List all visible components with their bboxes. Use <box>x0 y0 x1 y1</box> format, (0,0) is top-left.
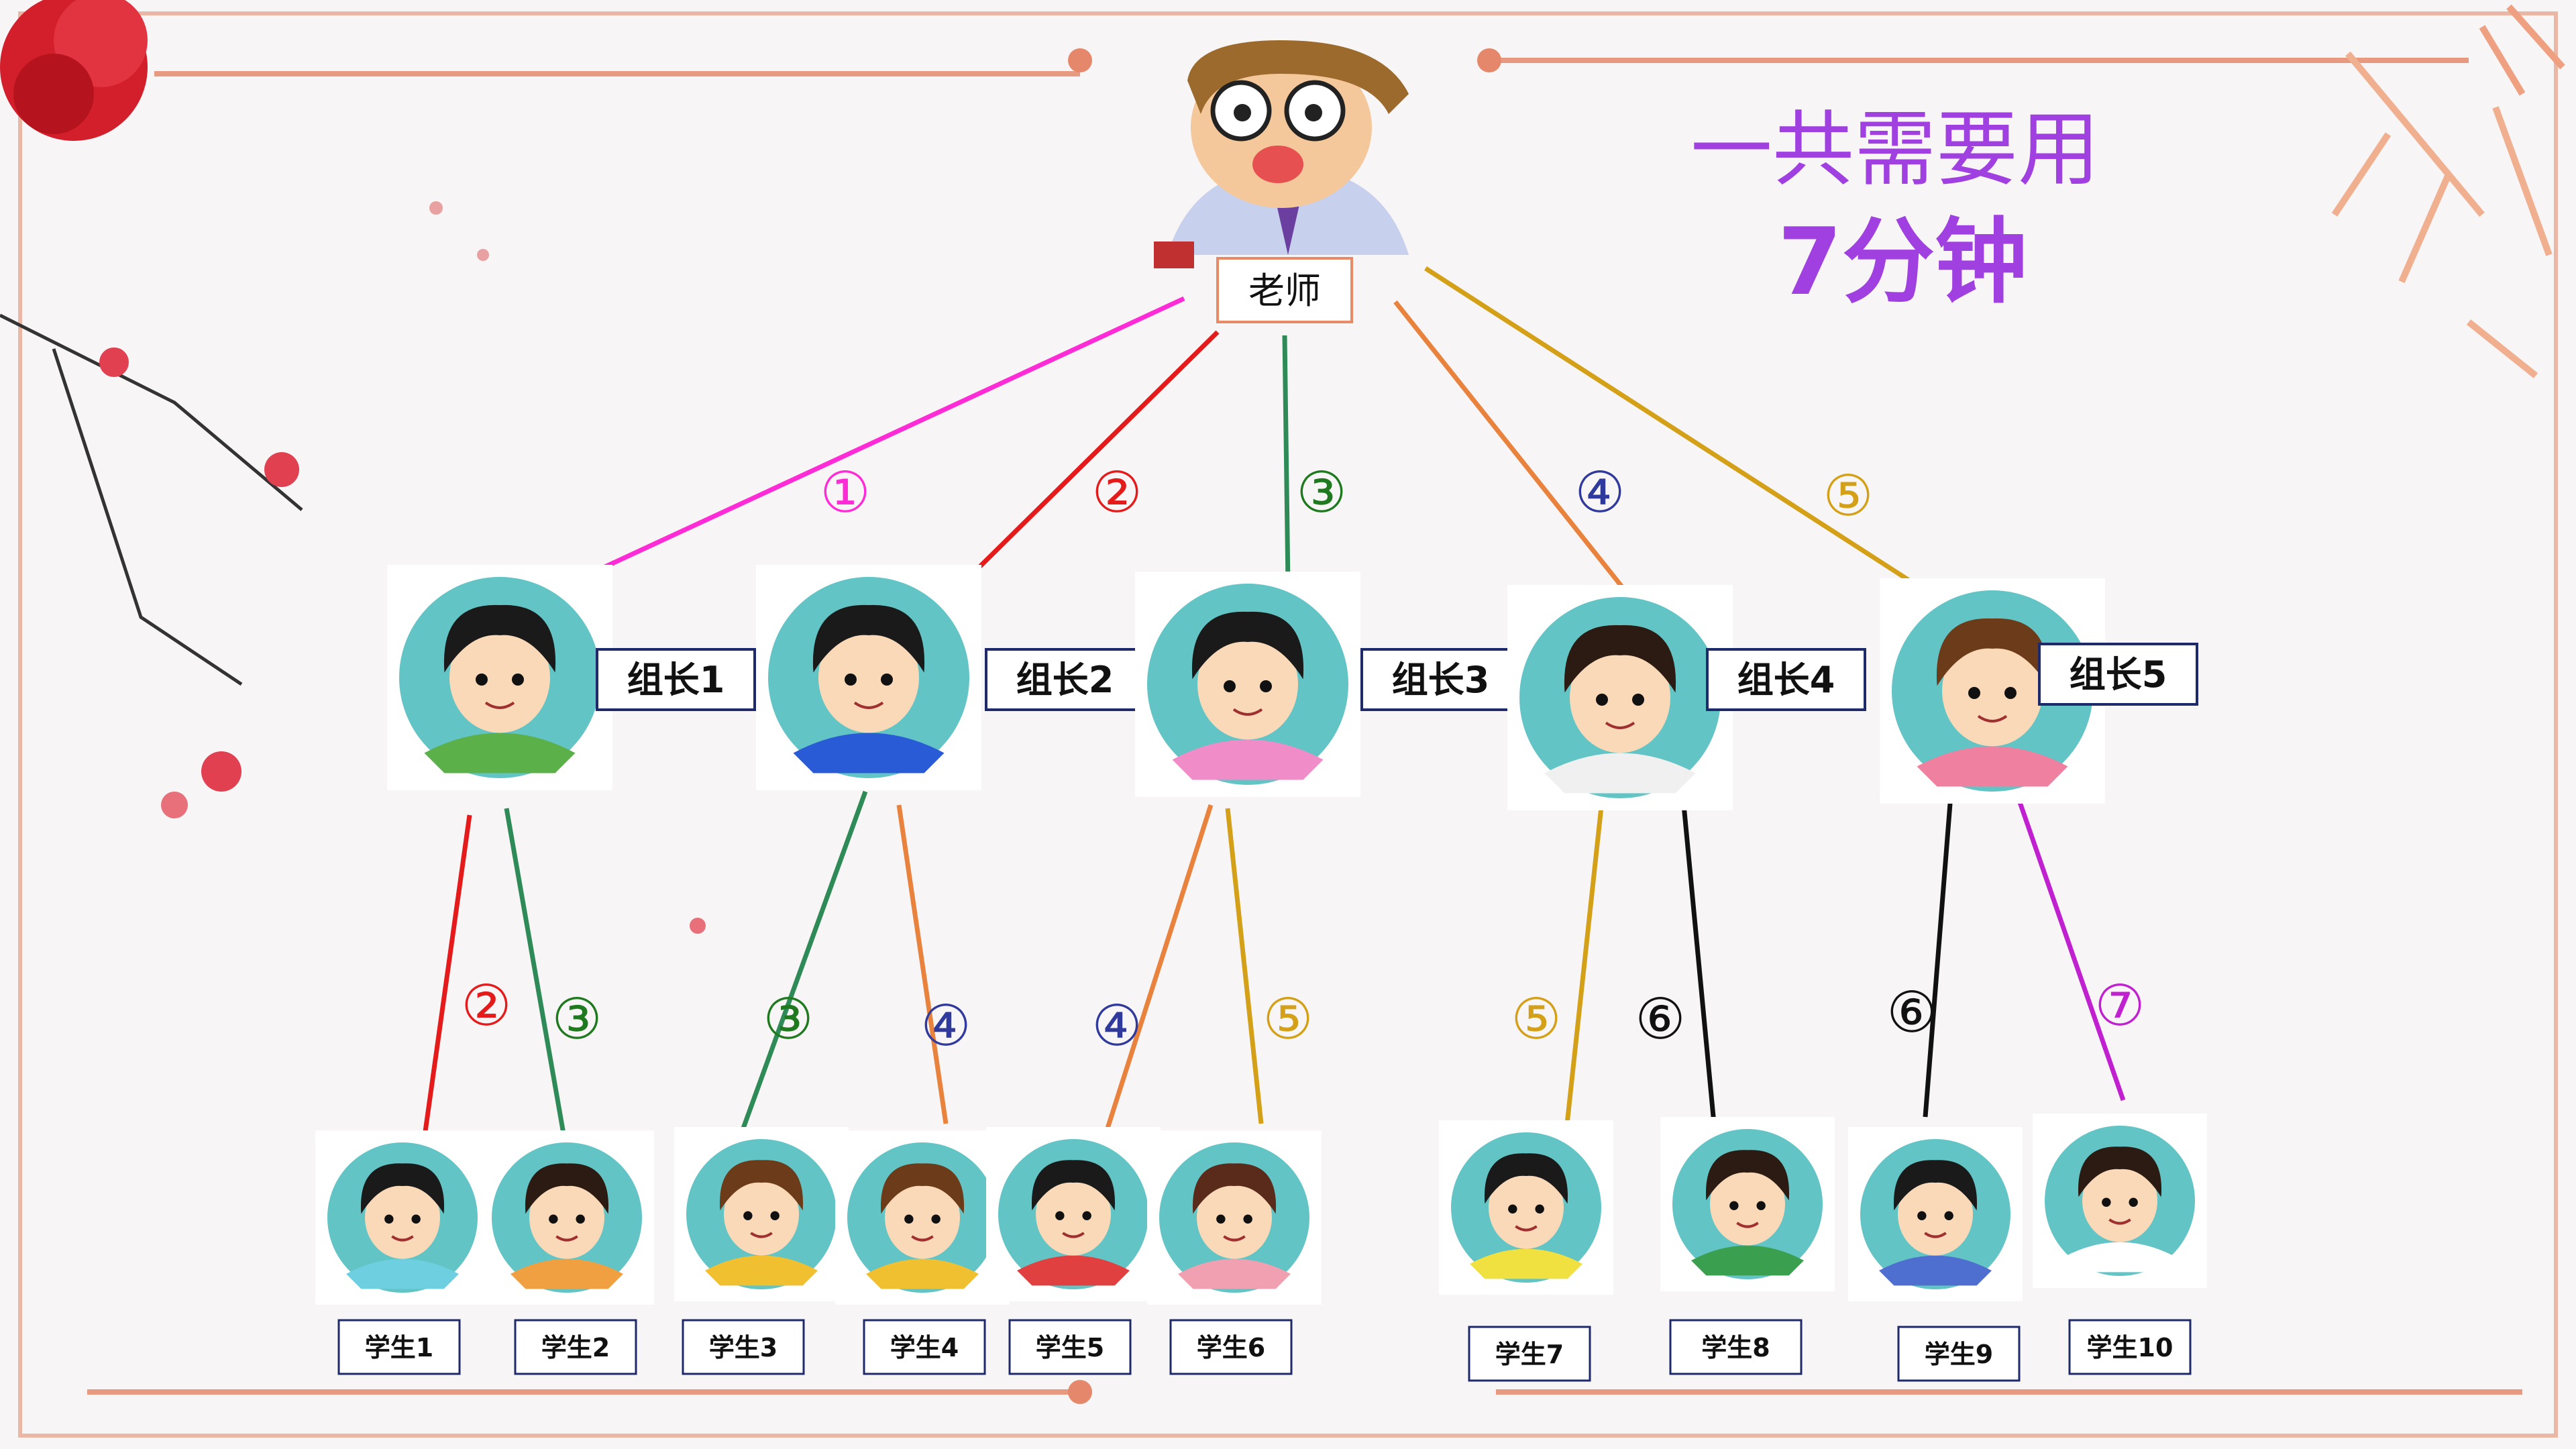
edge-leader-student-6 <box>1225 808 1264 1124</box>
step-label-leader-1: ① <box>820 460 870 525</box>
leader-node-3: 组长3 <box>1135 572 1521 797</box>
step-label-student-8: ⑥ <box>1635 986 1685 1052</box>
leader-avatar-2 <box>756 565 981 790</box>
student-node-5: 学生5 <box>986 1127 1161 1375</box>
edge-teacher-leader-1 <box>589 296 1185 576</box>
student-avatar-8 <box>1660 1117 1835 1291</box>
step-label-student-4: ④ <box>920 993 971 1059</box>
leader-label-2: 组长2 <box>1016 659 1114 701</box>
decorative-flower-branch <box>0 0 2565 934</box>
step-label-leader-2: ② <box>1091 460 1142 525</box>
student-avatar-5 <box>986 1127 1161 1301</box>
leader-avatar-4 <box>1507 585 1733 810</box>
student-avatar-4 <box>835 1130 1010 1305</box>
student-avatar-7 <box>1439 1120 1613 1295</box>
leader-label-5: 组长5 <box>2070 653 2167 696</box>
edge-leader-student-1 <box>420 814 472 1151</box>
leader-node-2: 组长2 <box>756 565 1145 790</box>
student-label-7: 学生7 <box>1495 1340 1564 1369</box>
edge-leader-student-9 <box>1923 777 1955 1118</box>
decorative-frame <box>18 11 2558 1438</box>
student-label-5: 学生5 <box>1036 1333 1104 1362</box>
student-node-9: 学生9 <box>1848 1127 2023 1382</box>
leader-avatar-3 <box>1135 572 1360 797</box>
edge-teacher-leader-4 <box>1393 300 1646 616</box>
student-node-4: 学生4 <box>835 1130 1010 1375</box>
connection-lines <box>420 266 2126 1151</box>
student-label-9: 学生9 <box>1925 1340 1993 1369</box>
student-avatar-10 <box>2033 1114 2207 1288</box>
student-label-8: 学生8 <box>1701 1333 1770 1362</box>
step-label-leader-3: ③ <box>1296 460 1346 525</box>
leader-row: 组长1 组长2 组长3 组长4 组长5 <box>387 565 2198 810</box>
summary-line2: 7分钟 <box>1778 208 2027 316</box>
step-label-student-3: ③ <box>763 986 813 1052</box>
step-label-student-1: ② <box>461 973 511 1038</box>
student-row: 学生1 学生2 学生3 学生4 学生5 学生6 学生7 学生8 学生9 学生10 <box>315 1114 2207 1382</box>
edge-leader-student-3 <box>739 790 868 1135</box>
edge-leader-student-2 <box>504 808 566 1134</box>
student-avatar-3 <box>674 1127 849 1301</box>
step-label-student-7: ⑤ <box>1511 986 1561 1052</box>
student-node-6: 学生6 <box>1147 1130 1322 1375</box>
teacher-avatar <box>1154 40 1409 268</box>
step-label-student-9: ⑥ <box>1886 979 1937 1045</box>
student-label-2: 学生2 <box>541 1333 610 1362</box>
student-node-1: 学生1 <box>315 1130 490 1375</box>
leader-label-4: 组长4 <box>1737 659 1835 701</box>
leader-label-1: 组长1 <box>627 659 725 701</box>
student-node-10: 学生10 <box>2033 1114 2207 1375</box>
student-avatar-6 <box>1147 1130 1322 1305</box>
step-label-leader-4: ④ <box>1574 460 1625 525</box>
leader-node-5: 组长5 <box>1880 578 2198 804</box>
summary-line1: 一共需要用 <box>1690 102 2100 197</box>
step-label-student-5: ④ <box>1091 993 1142 1059</box>
student-node-3: 学生3 <box>674 1127 849 1375</box>
leader-avatar-5 <box>1880 578 2105 804</box>
leader-avatar-1 <box>387 565 612 790</box>
edge-teacher-leader-3 <box>1282 335 1291 584</box>
student-avatar-9 <box>1848 1127 2023 1301</box>
edge-leader-student-5 <box>1104 804 1214 1132</box>
student-avatar-2 <box>480 1130 654 1305</box>
student-label-1: 学生1 <box>365 1333 433 1362</box>
student-label-3: 学生3 <box>709 1333 777 1362</box>
student-label-10: 学生10 <box>2087 1333 2174 1362</box>
student-label-4: 学生4 <box>890 1333 959 1362</box>
student-node-8: 学生8 <box>1660 1117 1835 1375</box>
step-label-student-6: ⑤ <box>1263 986 1313 1052</box>
summary: 一共需要用 7分钟 <box>1690 102 2100 316</box>
step-label-student-10: ⑦ <box>2094 973 2145 1038</box>
leader-node-4: 组长4 <box>1507 585 1866 810</box>
student-node-2: 学生2 <box>480 1130 654 1375</box>
edge-leader-student-10 <box>2006 770 2126 1102</box>
edge-leader-student-4 <box>896 804 949 1124</box>
edge-leader-student-8 <box>1681 804 1717 1124</box>
student-node-7: 学生7 <box>1439 1120 1613 1382</box>
leader-label-3: 组长3 <box>1392 659 1490 701</box>
edge-teacher-leader-2 <box>967 330 1220 579</box>
teacher-node: 老师 <box>1154 40 1409 323</box>
leader-node-1: 组长1 <box>387 565 756 790</box>
student-label-6: 学生6 <box>1197 1333 1265 1362</box>
edge-teacher-leader-5 <box>1424 266 1947 606</box>
step-label-student-2: ③ <box>551 986 602 1052</box>
teacher-label: 老师 <box>1248 270 1321 312</box>
student-avatar-1 <box>315 1130 490 1305</box>
edge-leader-student-7 <box>1564 788 1606 1131</box>
step-label-leader-5: ⑤ <box>1823 463 1873 529</box>
